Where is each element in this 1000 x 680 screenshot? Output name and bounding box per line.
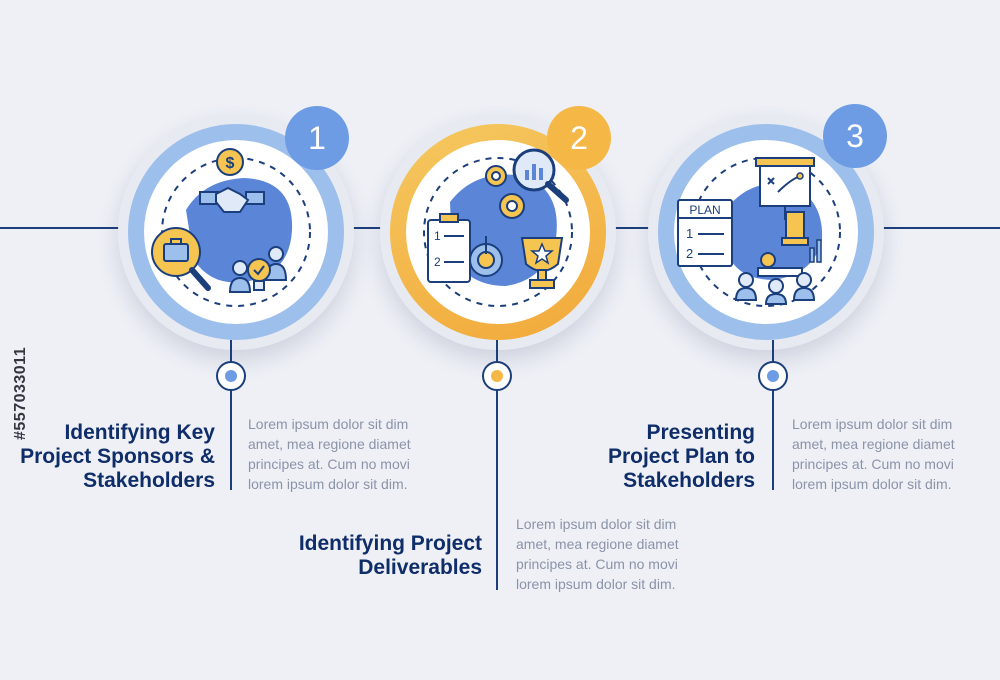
target-icon bbox=[469, 236, 503, 277]
step-3-circle: PLAN 1 2 bbox=[643, 100, 893, 360]
step-3-title-line-2: Project Plan to bbox=[607, 445, 755, 468]
step-1-number-badge: 1 bbox=[285, 106, 349, 170]
step-3-description-line-2: amet, mea regione diamet bbox=[792, 436, 955, 452]
team-lightbulb-icon bbox=[228, 246, 288, 293]
step-2-dot-fill bbox=[491, 370, 503, 382]
deliverables-icon: 1 2 bbox=[423, 148, 573, 307]
plan-board-label: PLAN bbox=[689, 203, 720, 217]
step-1-description-line-2: amet, mea regione diamet bbox=[248, 436, 411, 452]
step-1-title: Identifying Key Project Sponsors & Stake… bbox=[20, 421, 215, 493]
step-1-description-line-1: Lorem ipsum dolor sit dim bbox=[248, 416, 409, 432]
step-1-title-line-3: Stakeholders bbox=[83, 469, 215, 492]
step-2-title: Identifying Project Deliverables bbox=[270, 532, 482, 580]
step-1-title-line-1: Identifying Key bbox=[64, 421, 215, 444]
step-2-number-badge: 2 bbox=[547, 106, 611, 170]
audience-icon bbox=[734, 239, 822, 305]
step-2-description-line-2: amet, mea regione diamet bbox=[516, 536, 679, 552]
step-3-connector bbox=[772, 340, 774, 490]
plan-board-icon: PLAN 1 2 bbox=[677, 199, 733, 267]
step-3-dot bbox=[758, 361, 788, 391]
svg-text:1: 1 bbox=[434, 229, 441, 243]
dollar-coin-icon: $ bbox=[216, 148, 244, 176]
plan-board-item-2: 2 bbox=[686, 246, 693, 261]
briefcase-search-icon bbox=[151, 227, 211, 291]
step-3-description-line-1: Lorem ipsum dolor sit dim bbox=[792, 416, 953, 432]
stakeholders-icon: $ bbox=[151, 148, 311, 307]
stock-watermark-id: #557033011 bbox=[12, 346, 29, 440]
step-2-dot bbox=[482, 361, 512, 391]
step-1-connector bbox=[230, 340, 232, 490]
plan-board-item-1: 1 bbox=[686, 226, 693, 241]
step-1-circle: $ 1 bbox=[113, 100, 363, 360]
step-3-title-line-1: Presenting bbox=[646, 421, 755, 444]
step-3-description-line-4: lorem ipsum dolor sit dim. bbox=[792, 476, 952, 492]
handshake-icon bbox=[199, 186, 265, 213]
step-1-description-line-3: principes at. Cum no movi bbox=[248, 456, 410, 472]
step-3-description-line-3: principes at. Cum no movi bbox=[792, 456, 954, 472]
step-1-title-line-2: Project Sponsors & bbox=[20, 445, 215, 468]
gears-icon bbox=[485, 165, 525, 219]
step-2-title-line-2: Deliverables bbox=[358, 556, 482, 579]
checklist-icon: 1 2 bbox=[427, 213, 471, 283]
step-2-description: Lorem ipsum dolor sit dim amet, mea regi… bbox=[516, 514, 726, 594]
step-2-circle: 1 2 2 bbox=[375, 100, 625, 360]
analytics-magnifier-icon bbox=[512, 148, 569, 203]
step-2-description-line-1: Lorem ipsum dolor sit dim bbox=[516, 516, 677, 532]
step-3-number-badge: 3 bbox=[823, 104, 887, 168]
step-1-description: Lorem ipsum dolor sit dim amet, mea regi… bbox=[248, 414, 453, 494]
svg-text:2: 2 bbox=[434, 255, 441, 269]
step-3-title: Presenting Project Plan to Stakeholders bbox=[560, 421, 755, 493]
presenting-plan-icon: PLAN 1 2 bbox=[677, 157, 841, 307]
chess-rook-icon bbox=[781, 211, 809, 246]
step-1-description-line-4: lorem ipsum dolor sit dim. bbox=[248, 476, 408, 492]
step-3-title-line-3: Stakeholders bbox=[623, 469, 755, 492]
svg-text:$: $ bbox=[226, 155, 235, 172]
step-2-connector bbox=[496, 340, 498, 590]
step-2-description-line-4: lorem ipsum dolor sit dim. bbox=[516, 576, 676, 592]
trophy-icon bbox=[520, 237, 564, 289]
step-3-description: Lorem ipsum dolor sit dim amet, mea regi… bbox=[792, 414, 992, 494]
step-2-title-line-1: Identifying Project bbox=[298, 532, 482, 555]
step-2-description-line-3: principes at. Cum no movi bbox=[516, 556, 678, 572]
step-1-dot bbox=[216, 361, 246, 391]
step-1-dot-fill bbox=[225, 370, 237, 382]
step-3-dot-fill bbox=[767, 370, 779, 382]
presentation-board-icon bbox=[755, 157, 815, 220]
